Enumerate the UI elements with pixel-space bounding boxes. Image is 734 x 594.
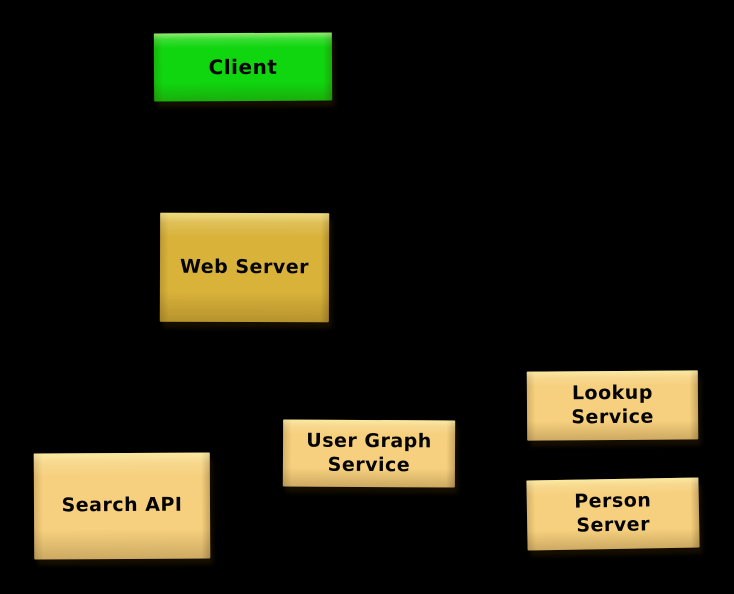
- node-user-graph-service: User Graph Service: [282, 419, 456, 488]
- node-lookup-service: Lookup Service: [526, 370, 699, 441]
- node-client: Client: [153, 32, 333, 102]
- node-search-api-label: Search API: [61, 493, 183, 517]
- node-lookup-service-label: Lookup Service: [571, 381, 654, 428]
- node-person-server-label: Person Server: [574, 489, 652, 537]
- node-user-graph-service-label: User Graph Service: [306, 429, 432, 476]
- node-search-api: Search API: [33, 452, 211, 560]
- node-web-server-label: Web Server: [179, 255, 310, 278]
- node-client-label: Client: [208, 54, 278, 79]
- node-person-server: Person Server: [526, 477, 700, 551]
- node-web-server: Web Server: [159, 212, 330, 323]
